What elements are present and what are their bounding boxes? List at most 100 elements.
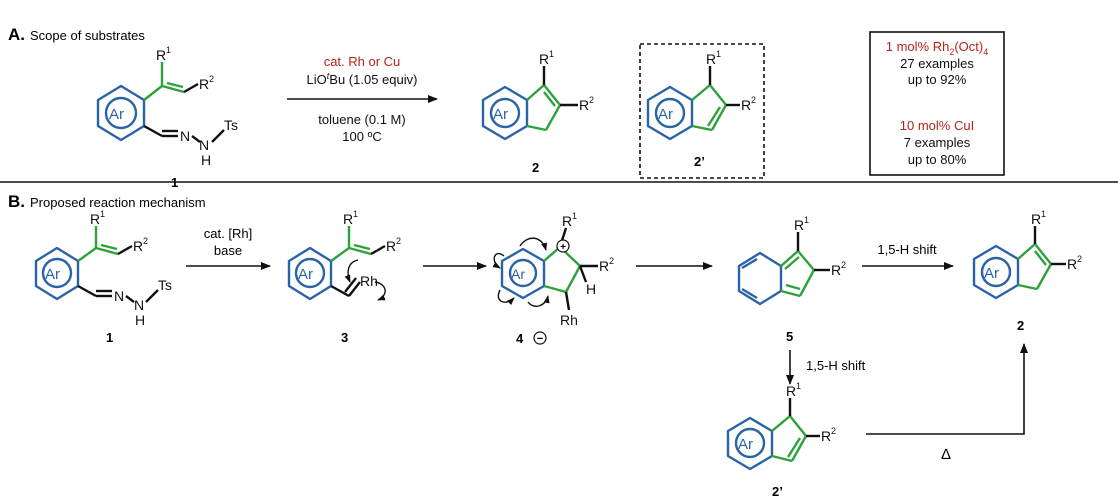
r1-sup: 1 (716, 49, 721, 59)
results-box (869, 31, 1005, 176)
r1-sup: 1 (1041, 209, 1046, 219)
r2-sup: 2 (396, 236, 401, 246)
compound-2-labels-a: R 1 R 2 (539, 49, 594, 113)
r1-label: R (156, 47, 166, 63)
n-label: N (199, 137, 209, 153)
curved-arrow-4d (527, 295, 550, 307)
rh-label: Rh (560, 312, 578, 328)
r1-sup: 1 (796, 381, 801, 391)
shift-label-down: 1,5-H shift (806, 358, 866, 373)
n-label: N (180, 128, 190, 144)
h-label: H (135, 312, 145, 328)
curved-arrow-4a (492, 252, 505, 269)
ar-label-2b: Ar (984, 265, 999, 282)
r2-sup: 2 (751, 95, 756, 105)
compound-1-structure-b: Ar (34, 226, 159, 303)
compound-number-4: 4 (516, 331, 524, 346)
section-b-header: B. Proposed reaction mechanism (8, 192, 206, 211)
step1-base: base (214, 243, 242, 258)
plus-charge-icon (556, 239, 570, 253)
section-a-title: Scope of substrates (30, 28, 145, 43)
r2-label: R (1067, 256, 1077, 272)
r2-label: R (599, 258, 609, 274)
dashed-box-2prime (639, 43, 765, 179)
r2-sup: 2 (609, 256, 614, 266)
compound-2-structure-b: Ar (972, 226, 1066, 300)
compound-number-1b: 1 (106, 330, 113, 345)
curved-arrow-3 (344, 259, 359, 283)
compound-number-2a: 2 (532, 160, 539, 175)
compound-3-labels: R 1 R 2 Rh (343, 209, 401, 289)
r1-sup: 1 (166, 45, 171, 55)
compound-2prime-structure-a: Ar (646, 66, 740, 141)
conditions-a: cat. Rh or Cu LiOtBu (1.05 equiv) toluen… (307, 54, 418, 144)
catalyst-label: cat. Rh or Cu (324, 54, 401, 69)
ar-label-1a: Ar (109, 106, 124, 123)
r1-sup: 1 (549, 49, 554, 59)
section-b-letter: B. (8, 192, 25, 211)
minus-charge-icon (533, 331, 547, 345)
compound-2prime-structure-b: Ar (726, 398, 820, 471)
n-label: N (134, 297, 144, 313)
r2-label: R (133, 238, 143, 254)
compound-number-2prime-a: 2’ (694, 154, 705, 169)
compound-number-2prime-b: 2’ (772, 484, 783, 499)
r1-sup: 1 (100, 209, 105, 219)
section-a-letter: A. (8, 25, 25, 44)
r2-label: R (579, 97, 589, 113)
ar-label-2prime-b: Ar (738, 436, 753, 453)
ar-label-1b: Ar (45, 266, 60, 283)
r1-label: R (706, 51, 716, 67)
r1-sup: 1 (804, 215, 809, 225)
ar-label-2a: Ar (493, 106, 508, 123)
compound-number-3: 3 (341, 330, 348, 345)
section-b-title: Proposed reaction mechanism (30, 195, 206, 210)
cu-examples: 7 examples (904, 135, 971, 150)
compound-2prime-labels-a: R 1 R 2 (706, 49, 756, 113)
curved-arrow-3b (374, 281, 386, 301)
compound-2-labels-b: R 1 R 2 (1031, 209, 1082, 272)
compound-2-structure-a: Ar (481, 66, 578, 141)
compound-1-structure-a: Ar (96, 62, 225, 143)
h-label: H (586, 281, 596, 297)
minus-charge: − (537, 333, 543, 345)
ar-label-4: Ar (511, 266, 525, 282)
curved-arrow-4b (519, 237, 547, 251)
r1-label: R (539, 51, 549, 67)
compound-1-labels-b: R 1 R 2 N N Ts H (90, 209, 172, 328)
r2-label: R (386, 238, 396, 254)
r1-sup: 1 (572, 211, 577, 221)
rh-examples: 27 examples (900, 56, 974, 71)
compound-4-structure: Ar (500, 227, 598, 311)
compound-number-5: 5 (786, 329, 793, 344)
cu-yield: up to 80% (908, 152, 967, 167)
r1-label: R (794, 217, 804, 233)
r2-sup: 2 (1077, 254, 1082, 264)
compound-3-structure: Ar (287, 226, 386, 301)
temperature-label: 100 ºC (342, 129, 381, 144)
r2-label: R (199, 76, 209, 92)
ar-label-2prime-a: Ar (658, 106, 673, 123)
r2-sup: 2 (841, 260, 846, 270)
rh-label: Rh (360, 273, 378, 289)
section-a-header: A. Scope of substrates (8, 25, 145, 44)
shift-label-top: 1,5-H shift (877, 242, 937, 257)
ts-label: Ts (158, 277, 172, 293)
compound-number-2b: 2 (1017, 318, 1024, 333)
r2-sup: 2 (831, 426, 836, 436)
ts-label: Ts (224, 117, 238, 133)
r1-sup: 1 (353, 209, 358, 219)
heat-label: Δ (941, 446, 951, 463)
compound-5-labels: R 1 R 2 (794, 215, 846, 278)
base-label: LiOtBu (1.05 equiv) (307, 71, 418, 87)
compound-4-labels: R 1 R 2 H Rh (560, 211, 614, 328)
n-label: N (114, 288, 124, 304)
solvent-label: toluene (0.1 M) (318, 112, 405, 127)
r1-label: R (1031, 211, 1041, 227)
results-text: 1 mol% Rh2(Oct)4 27 examples up to 92% 1… (886, 39, 989, 167)
cu-catalyst-loading: 10 mol% CuI (900, 118, 974, 133)
step1-catalyst: cat. [Rh] (204, 226, 252, 241)
compound-1-labels-a: R 1 R 2 N N Ts H (156, 45, 238, 168)
r1-label: R (786, 383, 796, 399)
